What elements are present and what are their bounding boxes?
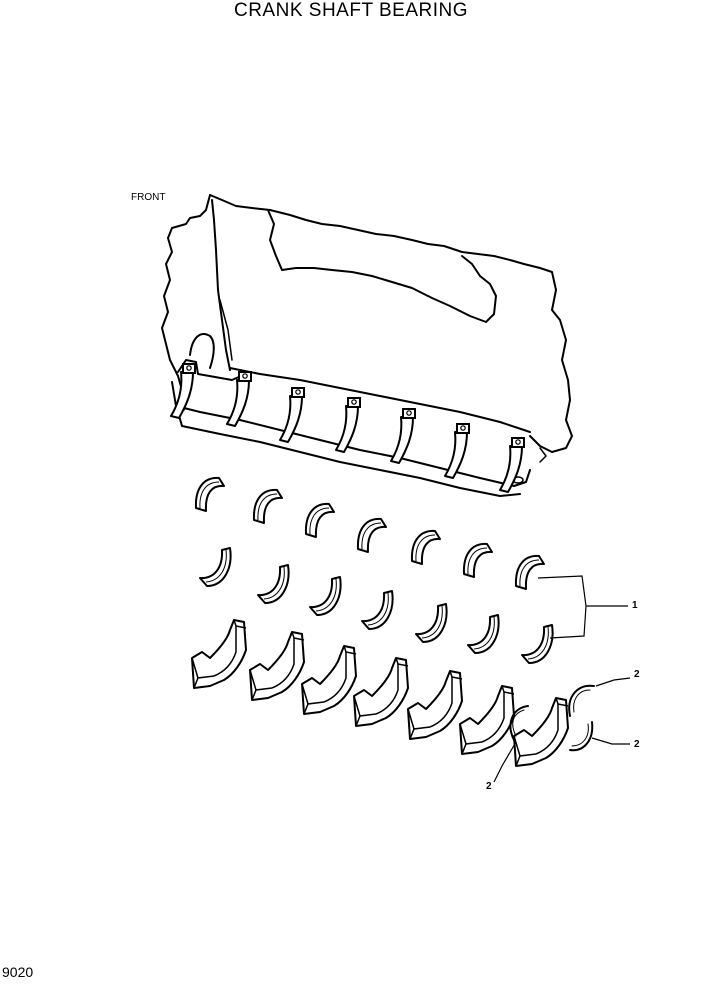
thrust-washer-lower-left	[509, 705, 529, 741]
bearing-caps	[191, 619, 569, 767]
lower-bearing-shells	[199, 547, 554, 664]
page-title: CRANK SHAFT BEARING	[233, 0, 469, 21]
page-number: 9020	[2, 964, 34, 980]
callout-2-lower-left: 2	[486, 781, 492, 792]
callout-2-lower-right: 2	[634, 739, 640, 750]
thrust-washer-upper-right	[568, 684, 595, 717]
thrust-washer-lower-right	[569, 721, 594, 752]
block-bearing-webs	[170, 363, 525, 493]
leader-lines	[493, 575, 631, 783]
engine-block	[161, 194, 573, 497]
thrust-washers	[509, 684, 595, 752]
callout-1: 1	[632, 600, 638, 611]
callout-2-upper-right: 2	[634, 669, 640, 680]
front-label: FRONT	[131, 192, 166, 203]
